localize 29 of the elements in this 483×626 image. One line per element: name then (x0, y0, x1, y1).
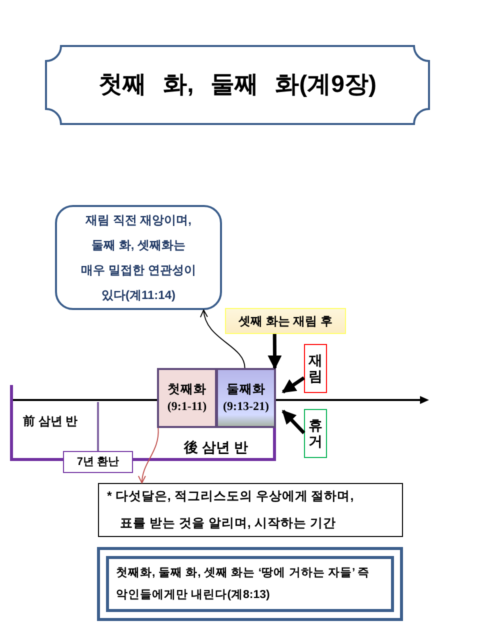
tag-box (63, 451, 133, 473)
vertical-label-box (304, 344, 327, 393)
period-box (157, 368, 217, 428)
label-text: 셋째 화는 재림 후 (238, 313, 332, 330)
period-name: 첫째화 (168, 381, 206, 398)
period-label: 後 삼년 반 (184, 438, 248, 457)
summary-box (97, 547, 403, 621)
period-box (216, 368, 276, 428)
curved-arrow (138, 428, 159, 484)
verse-reference: (9:1-11) (167, 398, 207, 415)
arrow (282, 376, 305, 394)
title-text: 첫째 화, 둘째 화(계9장) (98, 70, 376, 100)
summary-text: 첫째화, 둘째 화, 셋째 화는 ‘땅에 거하는 자들’ 즉 악인들에게만 내린다(계8:13) (116, 566, 371, 603)
curved-arrow (200, 310, 246, 368)
note-text: * 다섯달은, 적그리스도의 우상에게 절하며, 표를 받는 것을 알리며, 시작하는 기간 (107, 488, 355, 532)
arrow (282, 410, 306, 434)
period-name: 둘째화 (226, 381, 266, 398)
note-box (98, 483, 403, 537)
callout-text: 재림 직전 재앙이며, 둘째 화, 셋째화는 매우 밀접한 연관성이 있다(계11:14) (80, 212, 197, 304)
label-box (225, 308, 346, 334)
tag-text: 7년 환난 (76, 454, 120, 470)
verse-reference: (9:13-21) (223, 398, 269, 415)
arrow (268, 334, 282, 370)
vertical-label-text: 휴거 (308, 418, 322, 449)
title-plaque (45, 45, 430, 125)
callout-box (55, 205, 222, 310)
period-label: 前 삼년 반 (23, 413, 78, 430)
vertical-label-text: 재림 (308, 353, 322, 384)
vertical-label-box (304, 409, 327, 458)
